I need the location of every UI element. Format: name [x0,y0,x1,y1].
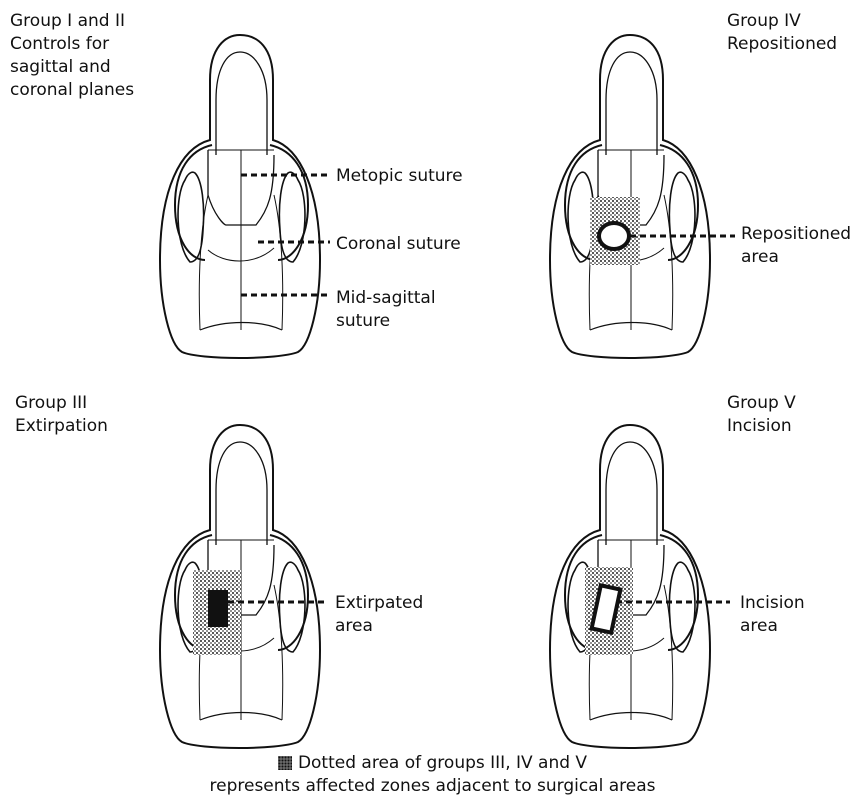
repositioned-graft [599,223,629,249]
panel-title-group-3: Group III Extirpation [15,392,108,438]
midsagittal-suture-label: Mid-sagittal suture [336,287,436,333]
skull-group-1-2 [160,35,320,358]
panel-title-group-5: Group V Incision [727,392,796,438]
repositioned-area-label: Repositioned area [741,223,851,269]
legend-line-1: Dotted area of groups III, IV and V [0,752,865,775]
extirpated-defect [208,590,228,627]
extirpated-area-label: Extirpated area [335,592,423,638]
dotted-area-swatch-icon [278,756,292,770]
legend-line-2: represents affected zones adjacent to su… [0,775,865,798]
skull-group-4 [550,35,710,358]
incision-area-label: Incision area [740,592,805,638]
panel-title-group-1-2: Group I and II Controls for sagittal and… [10,10,134,102]
metopic-suture-label: Metopic suture [336,165,463,188]
coronal-suture-label: Coronal suture [336,233,461,256]
panel-title-group-4: Group IV Repositioned [727,10,837,56]
